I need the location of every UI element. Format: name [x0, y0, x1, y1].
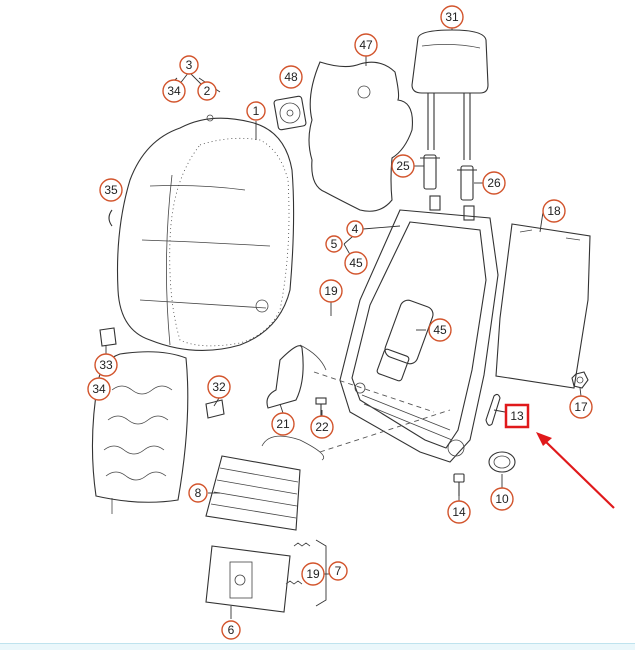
callout-3[interactable]: 3: [179, 55, 199, 75]
svg-text:6: 6: [228, 623, 235, 637]
backrest-padding: [116, 114, 295, 351]
svg-text:3: 3: [186, 58, 193, 72]
svg-text:19: 19: [306, 567, 320, 581]
leader-lines: [105, 28, 582, 619]
cable-bracket: [266, 344, 327, 409]
callout-47[interactable]: 47: [354, 33, 378, 57]
callout-33[interactable]: 33: [94, 353, 118, 377]
callout-35[interactable]: 35: [99, 178, 123, 202]
svg-text:32: 32: [212, 380, 226, 394]
backrest-cover: [308, 61, 413, 212]
svg-text:14: 14: [452, 505, 466, 519]
headrest: [411, 29, 489, 160]
callout-14[interactable]: 14: [447, 500, 471, 524]
springs: [285, 542, 311, 585]
svg-text:8: 8: [195, 486, 202, 500]
assembly-line: [313, 371, 435, 413]
svg-text:19: 19: [324, 284, 338, 298]
svg-text:45: 45: [433, 323, 447, 337]
svg-text:26: 26: [487, 176, 501, 190]
callout-31[interactable]: 31: [440, 5, 464, 29]
connector: [99, 327, 117, 347]
highlight-box-13[interactable]: 13: [504, 403, 530, 429]
svg-text:34: 34: [92, 382, 106, 396]
callout-6[interactable]: 6: [221, 620, 241, 640]
lumbar-support: [205, 435, 325, 531]
motor: [376, 299, 434, 382]
headrest-guides: [420, 154, 477, 201]
red-arrow: [536, 432, 615, 509]
callout-32[interactable]: 32: [207, 375, 231, 399]
svg-text:4: 4: [352, 222, 359, 236]
callout-7[interactable]: 7: [328, 561, 348, 581]
backrest-frame: [339, 195, 499, 463]
svg-text:13: 13: [510, 409, 524, 423]
svg-text:10: 10: [495, 492, 509, 506]
callout-4[interactable]: 4: [346, 220, 364, 238]
callout-19-upper[interactable]: 19: [319, 279, 343, 303]
plug: [205, 399, 225, 419]
adjuster-plate: [205, 545, 291, 613]
svg-text:18: 18: [547, 204, 561, 218]
callout-45-upper[interactable]: 45: [344, 251, 368, 275]
svg-text:48: 48: [284, 70, 298, 84]
svg-text:31: 31: [445, 10, 459, 24]
svg-text:34: 34: [167, 84, 181, 98]
svg-text:22: 22: [315, 420, 329, 434]
knob: [488, 451, 516, 473]
callout-21[interactable]: 21: [271, 412, 295, 436]
callout-34-lower[interactable]: 34: [87, 377, 111, 401]
callout-22[interactable]: 22: [310, 415, 334, 439]
callout-2[interactable]: 2: [197, 81, 217, 101]
bottom-strip: [0, 643, 635, 650]
callout-18[interactable]: 18: [542, 199, 566, 223]
fan: [273, 95, 307, 131]
screw: [315, 397, 327, 416]
svg-text:25: 25: [396, 159, 410, 173]
callout-10[interactable]: 10: [490, 487, 514, 511]
callout-26[interactable]: 26: [482, 171, 506, 195]
trim-part: [485, 393, 501, 426]
svg-text:47: 47: [359, 38, 373, 52]
svg-text:17: 17: [574, 400, 588, 414]
assembly-line: [319, 409, 451, 453]
svg-text:45: 45: [349, 256, 363, 270]
svg-text:7: 7: [335, 564, 342, 578]
mounting-plate: [495, 223, 591, 389]
callout-17[interactable]: 17: [569, 395, 593, 419]
callout-1[interactable]: 1: [246, 101, 266, 121]
callout-45-lower[interactable]: 45: [428, 318, 452, 342]
nut: [571, 371, 589, 389]
callout-34-top[interactable]: 34: [162, 79, 186, 103]
svg-text:5: 5: [331, 237, 338, 251]
callout-25[interactable]: 25: [391, 154, 415, 178]
svg-text:33: 33: [99, 358, 113, 372]
bolt: [453, 473, 465, 496]
svg-text:21: 21: [276, 417, 290, 431]
callout-19-lower[interactable]: 19: [301, 562, 325, 586]
callout-48[interactable]: 48: [279, 65, 303, 89]
callout-8[interactable]: 8: [188, 483, 208, 503]
clip: [108, 209, 113, 227]
svg-text:1: 1: [253, 104, 260, 118]
svg-text:2: 2: [204, 84, 211, 98]
svg-text:35: 35: [104, 183, 118, 197]
callout-5[interactable]: 5: [325, 235, 343, 253]
